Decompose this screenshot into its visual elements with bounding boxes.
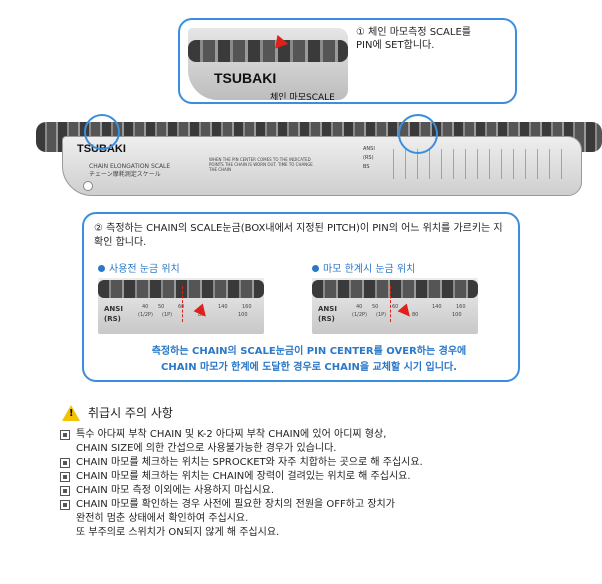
scale-caption: CHAIN ELONGATION SCALE チェーン摩耗測定スケール xyxy=(89,163,171,178)
pane-ansi-label: ANSI (RS) xyxy=(104,305,123,323)
bullet-dot-icon xyxy=(312,265,319,272)
square-bullet-icon xyxy=(60,500,70,510)
scale-hole xyxy=(83,181,93,191)
cautions-heading: 취급시 주의 사항 xyxy=(62,404,173,421)
zoom-scale-label: 체인 마모SCALE xyxy=(270,93,335,100)
zoom-tsubaki-logo: TSUBAKI xyxy=(214,70,277,86)
pane-before-title: 사용전 눈금 위치 xyxy=(98,260,180,275)
red-arrow-icon xyxy=(193,303,211,321)
pane-wear-limit: ANSI (RS) 40 50 60 140 160 (1/2P) (1P) 8… xyxy=(312,278,478,334)
list-item: CHAIN 마모를 체크하는 위치는 SPROCKET와 자주 치합하는 곳으로… xyxy=(60,456,600,470)
bullet-dot-icon xyxy=(98,265,105,272)
pin-center-line xyxy=(182,286,183,322)
pane-ansi-label: ANSI (RS) xyxy=(318,305,337,323)
pane-chain xyxy=(98,280,264,298)
step2-callout: ② 측정하는 CHAIN의 SCALE눈금(BOX내에서 지정된 PITCH)이… xyxy=(82,212,520,382)
pane-before-use: ANSI (RS) 40 50 60 140 160 (1/2P) (1P) 8… xyxy=(98,278,264,334)
scale-note: WHEN THE PIN CENTER COMES TO THE INDICAT… xyxy=(209,157,313,172)
scale-highlight-circle xyxy=(398,114,438,154)
pin-highlight-circle xyxy=(84,114,120,150)
pin-center-line xyxy=(390,286,391,322)
warning-icon xyxy=(62,404,80,421)
step1-callout: TSUBAKI 체인 마모SCALE ① 체인 마모측정 SCALE를 PIN에… xyxy=(178,18,517,104)
pane-chain xyxy=(312,280,478,298)
list-item: 특수 아다찌 부착 CHAIN 및 K-2 아다찌 부착 CHAIN에 있어 아… xyxy=(60,428,600,456)
step1-instruction: ① 체인 마모측정 SCALE를 PIN에 SET합니다. xyxy=(356,27,471,51)
step2-instruction: ② 측정하는 CHAIN의 SCALE눈금(BOX내에서 지정된 PITCH)이… xyxy=(94,223,503,248)
elongation-scale-plate: TSUBAKI CHAIN ELONGATION SCALE チェーン摩耗測定ス… xyxy=(62,136,582,196)
list-item: CHAIN 마모를 체크하는 위치는 CHAIN에 장력이 걸려있는 위치로 해… xyxy=(60,470,600,484)
zoom-chain xyxy=(188,40,348,62)
square-bullet-icon xyxy=(60,430,70,440)
square-bullet-icon xyxy=(60,472,70,482)
step2-summary: 측정하는 CHAIN의 SCALE눈금이 PIN CENTER를 OVER하는 … xyxy=(151,346,467,373)
square-bullet-icon xyxy=(60,458,70,468)
cautions-list: 특수 아다찌 부착 CHAIN 및 K-2 아다찌 부착 CHAIN에 있어 아… xyxy=(60,428,600,540)
list-item: CHAIN 마모를 확인하는 경우 사전에 필요한 장치의 전원을 OFF하고 … xyxy=(60,498,600,540)
scale-ansi-label: ANSI (RS) BS xyxy=(363,146,375,170)
list-item: CHAIN 마모 측정 이외에는 사용하지 마십시요. xyxy=(60,484,600,498)
scale-ticks xyxy=(393,149,573,179)
scale-zoom-image: TSUBAKI 체인 마모SCALE xyxy=(188,28,348,100)
pane-limit-title: 마모 한계시 눈금 위치 xyxy=(312,260,415,275)
square-bullet-icon xyxy=(60,486,70,496)
